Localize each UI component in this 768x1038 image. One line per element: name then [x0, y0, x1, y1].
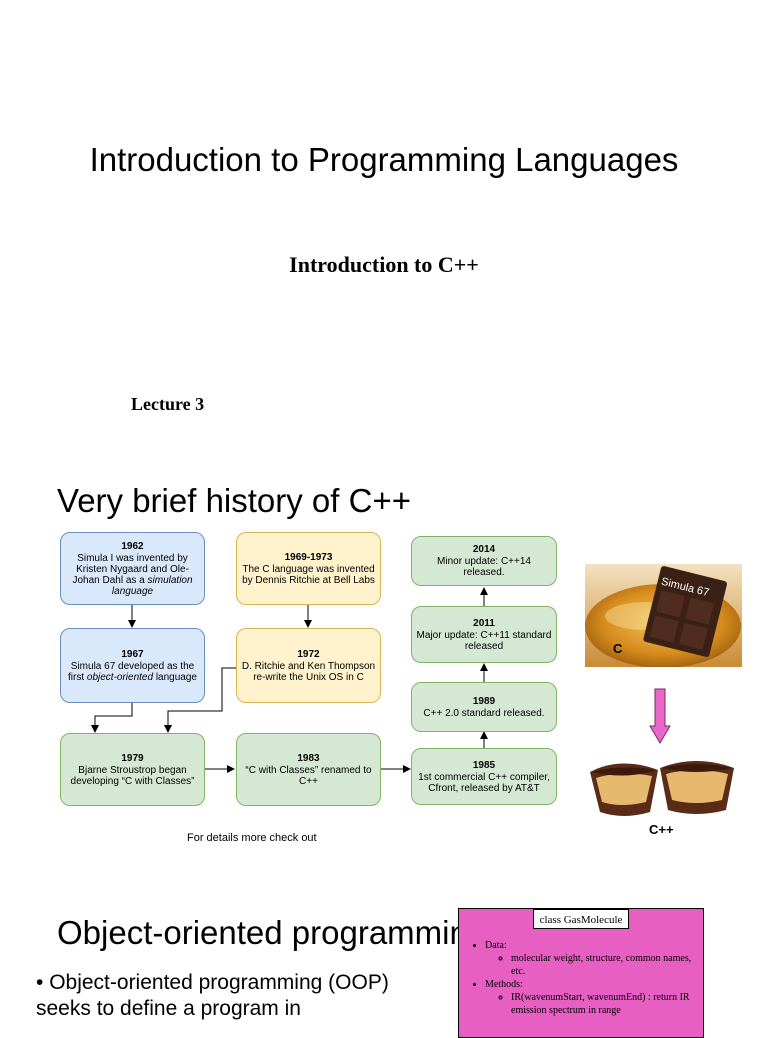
timeline-box-1983: 1983 “C with Classes” renamed to C++: [236, 733, 381, 806]
timeline-year: 1989: [472, 695, 496, 707]
timeline-box-1972: 1972 D. Ritchie and Ken Thompson re-writ…: [236, 628, 381, 703]
timeline-year: 2011: [473, 617, 495, 629]
details-note: For details more check out: [187, 832, 317, 844]
oop-bullet: • Object-oriented programming (OOP) seek…: [36, 970, 436, 1022]
timeline-box-1989: 1989 C++ 2.0 standard released.: [411, 682, 557, 732]
timeline-box-2014: 2014 Minor update: C++14 released.: [411, 536, 557, 586]
timeline-box-1967: 1967 Simula 67 developed as the first ob…: [60, 628, 205, 703]
slide-title: Introduction to Programming Languages: [89, 141, 679, 178]
timeline-year: 1967: [121, 648, 144, 660]
timeline-text: Bjarne Stroustrop began developing “C wi…: [70, 764, 195, 787]
oop-bullet-text: Object-oriented programming (OOP) seeks …: [36, 971, 389, 1020]
timeline-year: 1983: [297, 752, 320, 764]
timeline-year: 1979: [121, 752, 144, 764]
timeline-text: D. Ritchie and Ken Thompson re-write the…: [241, 660, 376, 683]
uml-members: Data: molecular weight, structure, commo…: [459, 939, 703, 1017]
timeline-text: Major update: C++11 standard released: [416, 629, 552, 652]
slide-subtitle: Introduction to C++: [289, 252, 479, 277]
timeline-text: 1st commercial C++ compiler, Cfront, rel…: [418, 771, 550, 794]
timeline-text: The C language was invented by Dennis Ri…: [242, 563, 375, 586]
peanut-butter-cups-image: [590, 761, 734, 816]
uml-data-label: Data: molecular weight, structure, commo…: [485, 939, 703, 978]
timeline-year: 1972: [297, 648, 320, 660]
timeline-year: 1985: [472, 759, 496, 771]
uml-methods-label: Methods: IR(wavenumStart, wavenumEnd) : …: [485, 978, 703, 1017]
cpp-caption: C++: [649, 822, 674, 837]
timeline-text: C++ 2.0 standard released.: [423, 707, 545, 719]
timeline-year: 1962: [121, 540, 144, 552]
down-arrow-icon: [649, 688, 671, 744]
lecture-label: Lecture 3: [131, 394, 205, 414]
bullet-dot: •: [36, 971, 44, 994]
timeline-year: 1969-1973: [284, 551, 333, 563]
chocolate-caption: C: [613, 641, 623, 656]
arrow-1972-1979: [164, 667, 236, 733]
timeline-connectors: [91, 587, 488, 773]
chocolate-dish-image: Simula 67 C: [585, 564, 742, 667]
timeline-box-1969: 1969-1973 The C language was invented by…: [236, 532, 381, 605]
uml-class-name: class GasMolecule: [533, 909, 629, 929]
timeline-text: Simula 67 developed as the first object-…: [68, 660, 197, 683]
timeline-box-1979: 1979 Bjarne Stroustrop began developing …: [60, 733, 205, 806]
uml-method-item: IR(wavenumStart, wavenumEnd) : return IR…: [511, 991, 703, 1017]
history-heading: Very brief history of C++: [57, 482, 411, 519]
uml-data-item: molecular weight, structure, common name…: [511, 952, 703, 978]
timeline-text: Simula I was invented by Kristen Nygaard…: [72, 552, 193, 597]
timeline-box-1962: 1962 Simula I was invented by Kristen Ny…: [60, 532, 205, 605]
timeline-box-1985: 1985 1st commercial C++ compiler, Cfront…: [411, 748, 557, 805]
timeline-text: “C with Classes” renamed to C++: [245, 764, 372, 787]
timeline-text: Minor update: C++14 released.: [437, 556, 531, 578]
timeline-box-2011: 2011 Major update: C++11 standard releas…: [411, 606, 557, 663]
uml-class-box: class GasMolecule Data: molecular weight…: [458, 908, 704, 1038]
timeline-year: 2014: [472, 544, 496, 555]
oop-heading: Object-oriented programming: [57, 914, 487, 951]
arrow-1967-1979: [91, 703, 133, 733]
